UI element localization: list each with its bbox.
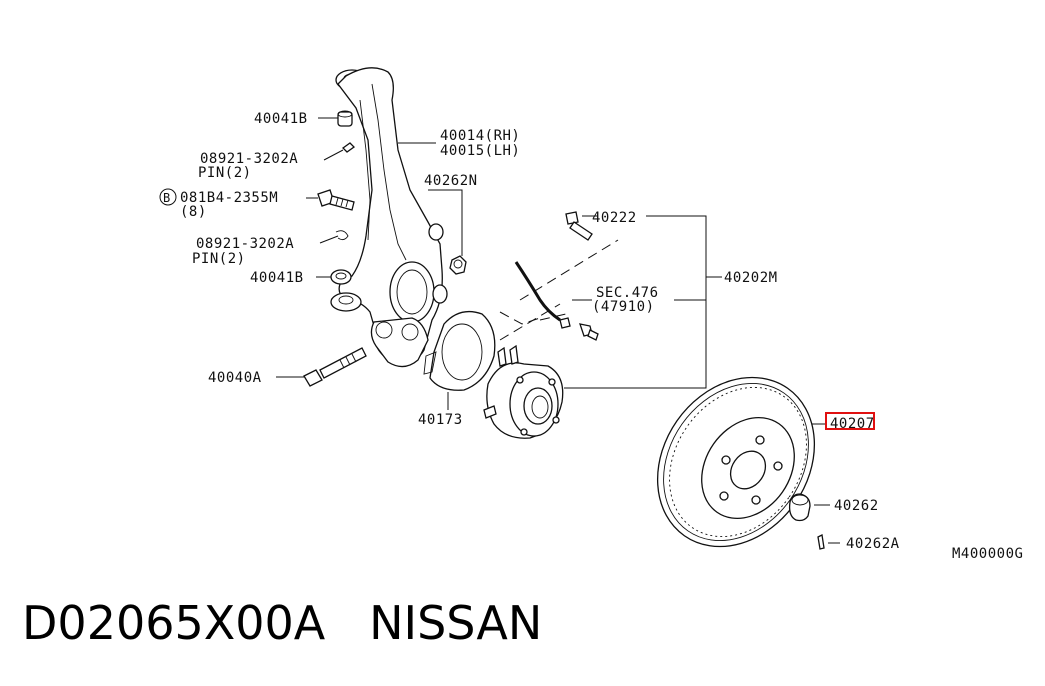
label-40262n: 40262N bbox=[424, 173, 478, 189]
sensor-bolt[interactable] bbox=[579, 323, 599, 341]
label-sec-number: (47910) bbox=[592, 299, 655, 315]
label-pin-a: PIN(2) bbox=[198, 165, 252, 181]
label-40015: 40015(LH) bbox=[440, 143, 520, 159]
wheel-hub[interactable] bbox=[483, 344, 564, 439]
highlight-box-40207 bbox=[825, 412, 875, 430]
splash-guard-40173[interactable] bbox=[423, 310, 496, 391]
brake-rotor-40207[interactable] bbox=[625, 347, 846, 577]
label-08921-b: 08921-3202A bbox=[196, 236, 294, 252]
bushing-40041b-top[interactable] bbox=[337, 110, 353, 127]
label-40173: 40173 bbox=[418, 412, 463, 428]
label-pin-b: PIN(2) bbox=[192, 251, 246, 267]
bushing-40041b-bottom[interactable] bbox=[330, 269, 352, 285]
label-sec-476: SEC.476 bbox=[596, 285, 659, 301]
bolt-40040a[interactable] bbox=[303, 347, 367, 387]
label-40041b-bottom: 40041B bbox=[250, 270, 304, 286]
label-40262a: 40262A bbox=[846, 536, 900, 552]
pin-a[interactable] bbox=[341, 142, 356, 153]
screw-40262a[interactable] bbox=[817, 534, 825, 550]
diagram-code: M400000G bbox=[952, 546, 1023, 562]
bolt-circle-icon bbox=[159, 188, 177, 206]
nut-40262n[interactable] bbox=[449, 255, 467, 275]
label-40040a: 40040A bbox=[208, 370, 262, 386]
part-caption: D02065X00A NISSAN bbox=[22, 596, 543, 650]
label-40041b-top: 40041B bbox=[254, 111, 308, 127]
label-bolt-qty: (8) bbox=[180, 204, 207, 220]
label-40014: 40014(RH) bbox=[440, 128, 520, 144]
pin-b[interactable] bbox=[335, 230, 349, 241]
hub-bolt-40222[interactable] bbox=[565, 211, 593, 241]
label-08921-a: 08921-3202A bbox=[200, 151, 298, 167]
steering-knuckle[interactable] bbox=[330, 67, 448, 368]
bolt-081b4[interactable] bbox=[317, 189, 355, 211]
label-40262: 40262 bbox=[834, 498, 879, 514]
parts-diagram: 40041B 40014(RH) 40015(LH) 08921-3202A P… bbox=[159, 67, 1023, 577]
label-40202m: 40202M bbox=[724, 270, 778, 286]
label-081b4: 081B4-2355M bbox=[180, 190, 278, 206]
label-40222: 40222 bbox=[592, 210, 637, 226]
cap-40262[interactable] bbox=[788, 493, 811, 522]
label-bolt-circle: B bbox=[163, 191, 171, 205]
